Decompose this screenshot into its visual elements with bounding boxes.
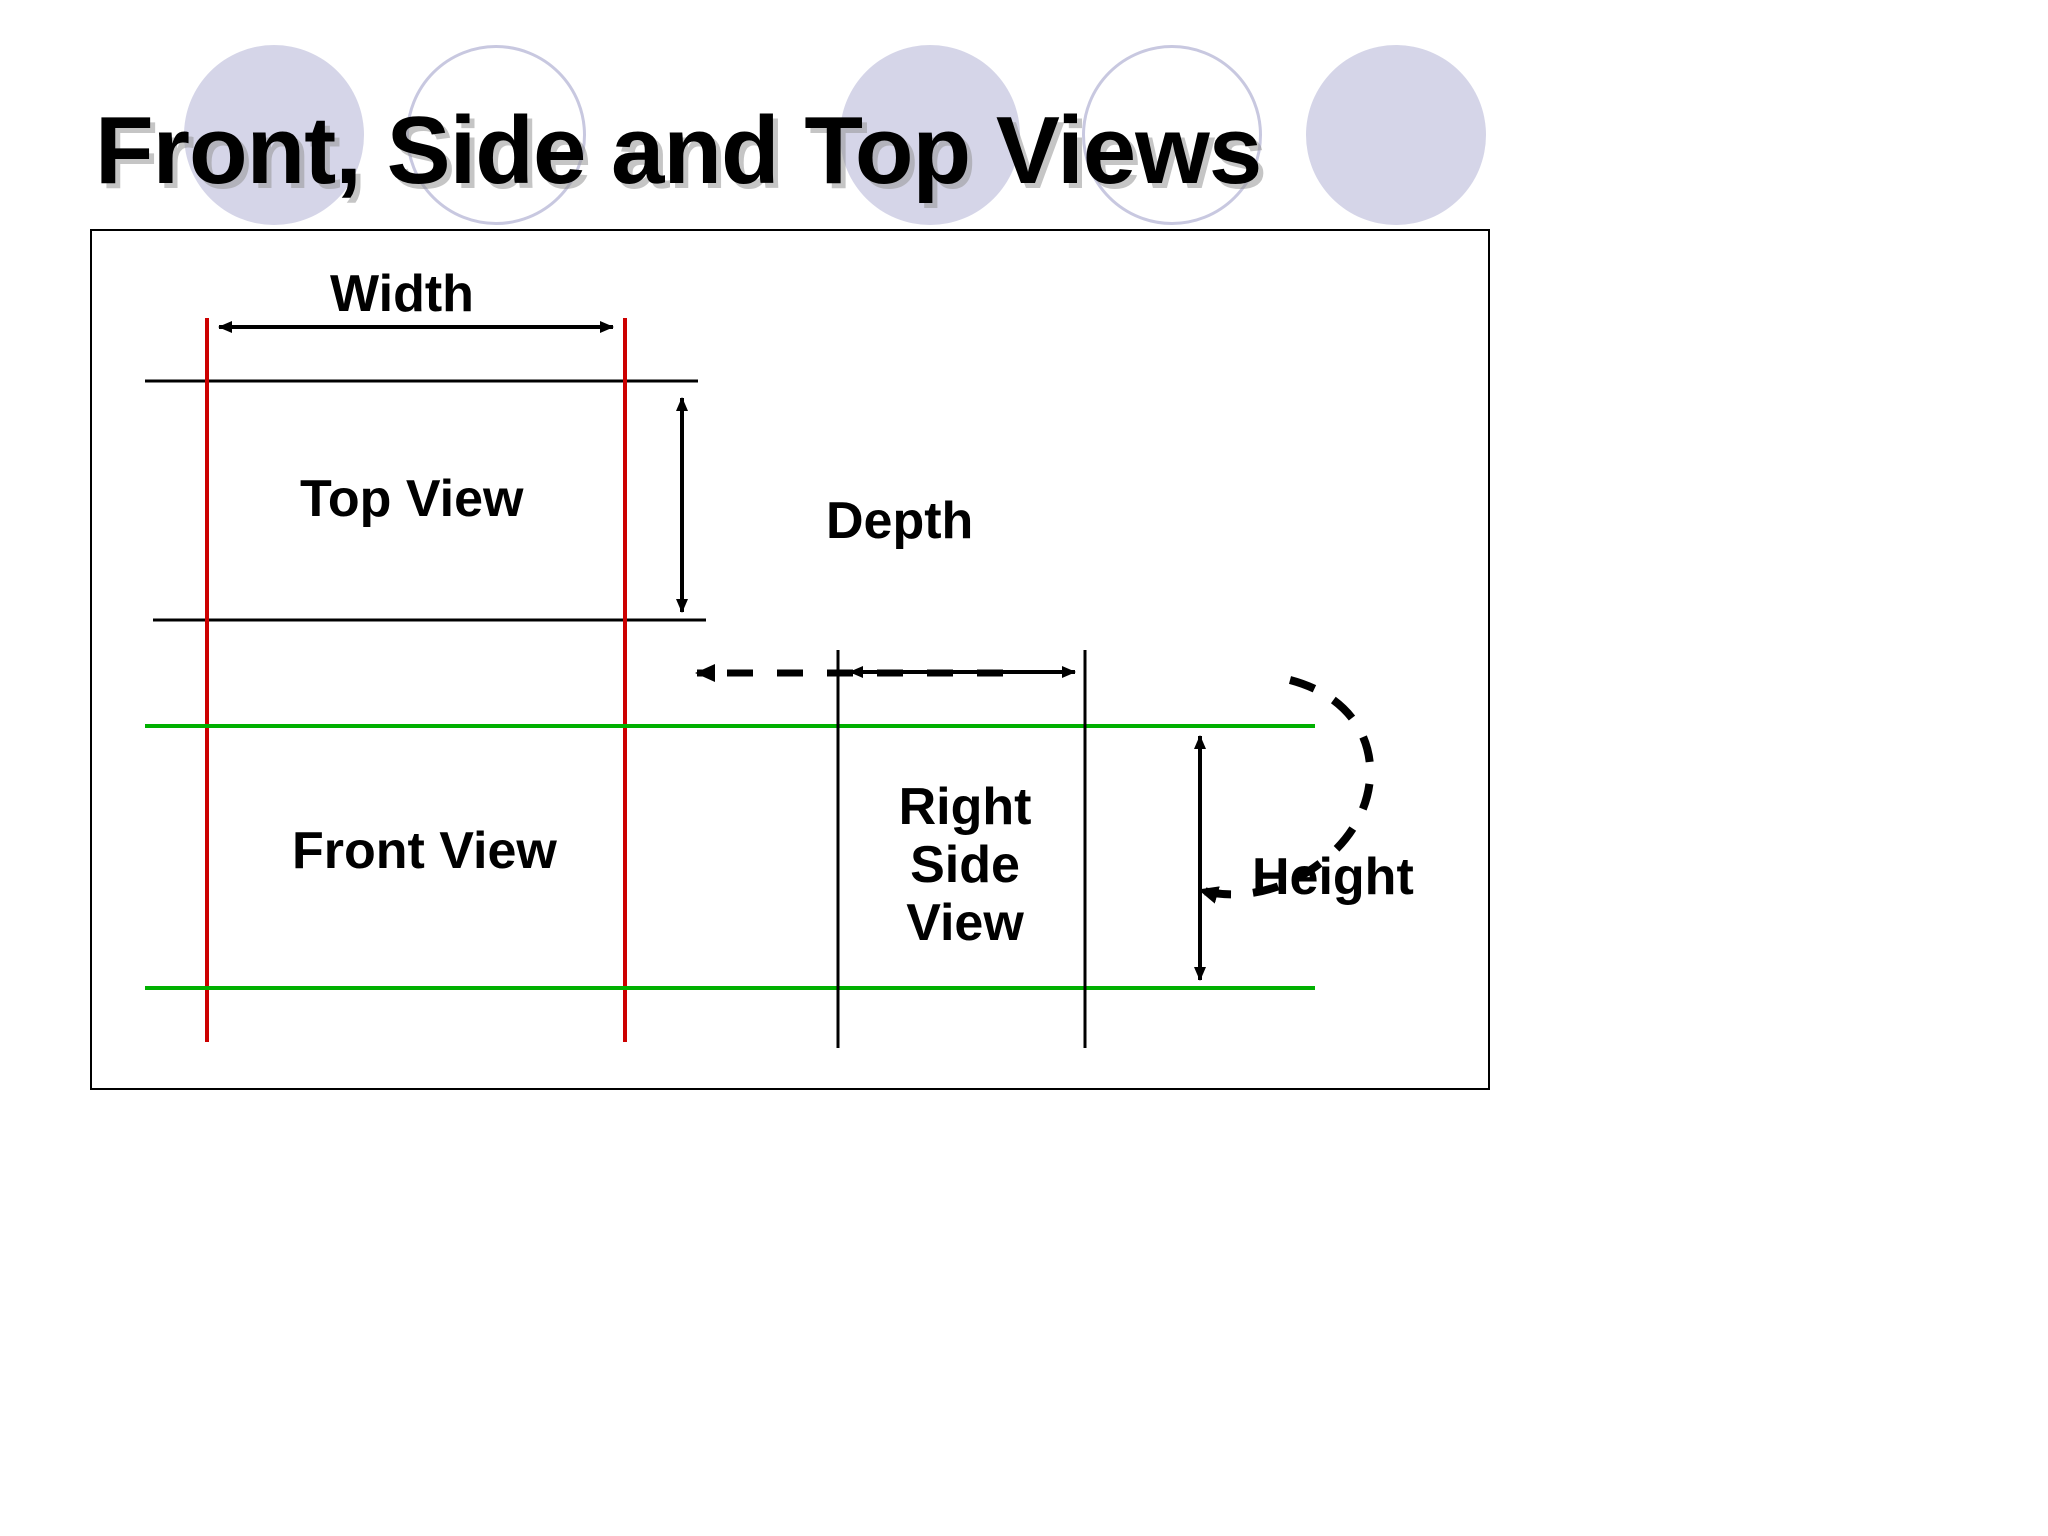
width-label: Width: [330, 265, 474, 323]
decorative-circle-2: [406, 45, 586, 225]
decorative-circle-5: [1306, 45, 1486, 225]
decorative-circle-3: [840, 45, 1020, 225]
decorative-circle-4: [1082, 45, 1262, 225]
height-label: Height: [1252, 848, 1414, 906]
front-view-label: Front View: [292, 822, 557, 880]
top-view-label: Top View: [300, 470, 524, 528]
decorative-circle-1: [184, 45, 364, 225]
drawing-frame: [90, 229, 1490, 1090]
depth-label: Depth: [826, 492, 974, 550]
right-side-view-label: Right Side View: [898, 778, 1032, 953]
page-title: Front, Side and Top Views: [95, 97, 1262, 204]
